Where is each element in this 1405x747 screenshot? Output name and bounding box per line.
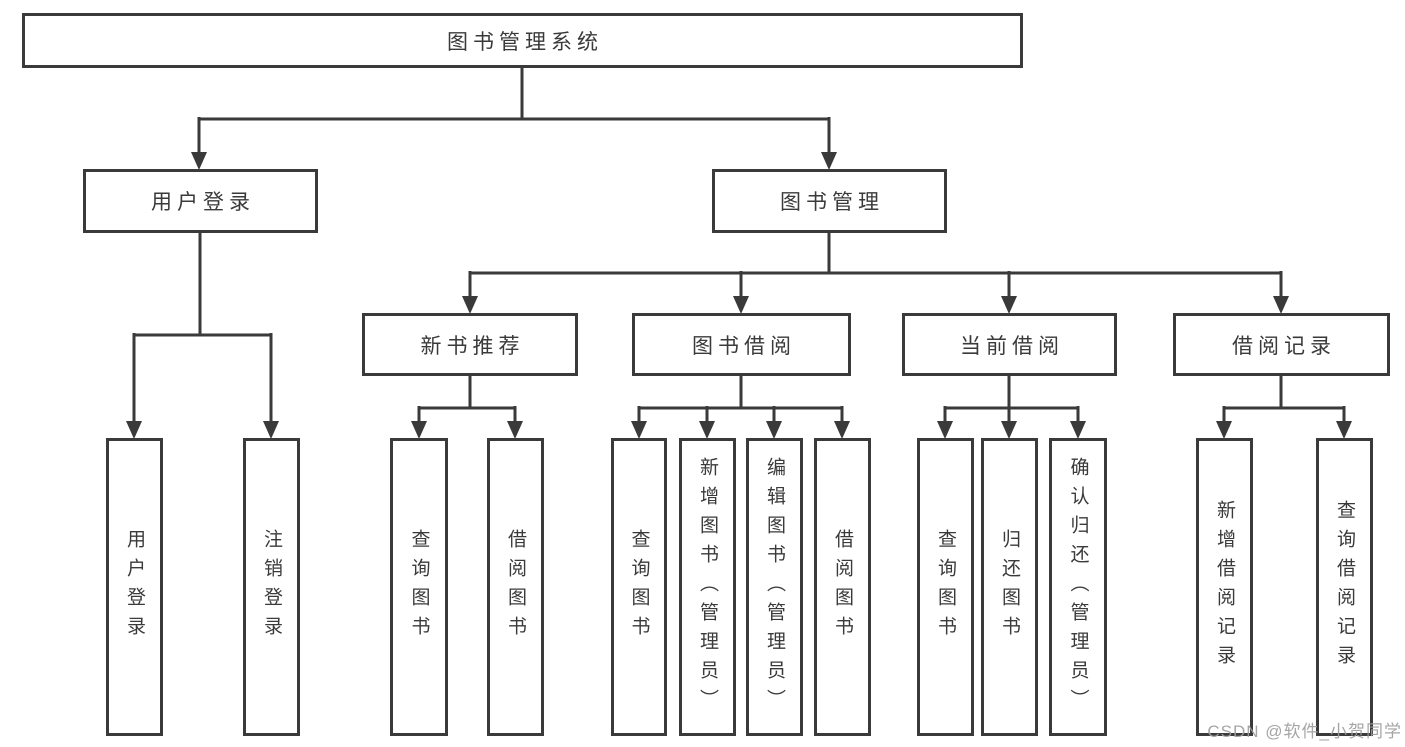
node-label: 查询图书 (408, 529, 430, 645)
node-label: 图书管理 (780, 191, 884, 214)
leaf-return-books: 归还图书 (981, 438, 1038, 736)
arrow-down-icon (699, 421, 715, 439)
node-borrowing-records: 借阅记录 (1173, 313, 1390, 376)
edge-login-to-leaves (132, 233, 273, 422)
leaf-query-borrow-record: 查询借阅记录 (1316, 438, 1373, 736)
node-label: 借阅记录 (1232, 334, 1336, 358)
arrow-down-icon (462, 296, 478, 314)
arrow-down-icon (766, 421, 782, 439)
leaf-query-books: 查询图书 (917, 438, 974, 736)
leaf-query-books: 查询图书 (390, 438, 448, 736)
arrow-down-icon (631, 421, 647, 439)
edge-borrow-to-leaves (637, 376, 844, 422)
arrow-down-icon (126, 421, 142, 439)
arrow-down-icon (1216, 421, 1232, 439)
leaf-edit-book-admin: 编辑图书（管理员） (746, 438, 803, 736)
node-current-borrowing: 当前借阅 (902, 313, 1117, 376)
edge-newrec-to-leaves (417, 376, 517, 422)
node-label: 图书借阅 (692, 334, 796, 358)
leaf-user-login: 用户登录 (106, 438, 163, 736)
leaf-logout: 注销登录 (243, 438, 300, 736)
node-label: 查询图书 (935, 529, 956, 645)
node-label: 新增借阅记录 (1214, 500, 1235, 674)
leaf-add-book-admin: 新增图书（管理员） (679, 438, 736, 736)
arrow-down-icon (834, 421, 850, 439)
node-label: 当前借阅 (960, 334, 1064, 358)
node-label: 新增图书（管理员） (697, 456, 718, 718)
leaf-confirm-return-admin: 确认归还（管理员） (1049, 438, 1107, 736)
node-label: 借阅图书 (832, 529, 853, 645)
node-label: 新书推荐 (420, 334, 525, 358)
arrow-down-icon (733, 296, 749, 314)
node-book-management: 图书管理 (712, 169, 947, 233)
node-label: 注销登录 (261, 529, 282, 645)
edge-records-to-leaves (1222, 376, 1346, 422)
arrow-down-icon (1336, 421, 1352, 439)
arrow-down-icon (411, 421, 427, 439)
node-label: 图书管理系统 (447, 30, 603, 54)
leaf-query-books: 查询图书 (611, 438, 667, 736)
leaf-borrow-books: 借阅图书 (487, 438, 544, 736)
edge-root-to-level2 (197, 68, 831, 153)
arrow-down-icon (507, 421, 523, 439)
arrow-down-icon (1001, 421, 1017, 439)
node-label: 借阅图书 (505, 529, 526, 645)
node-label: 用户登录 (124, 529, 145, 645)
node-label: 查询图书 (628, 529, 650, 645)
node-root: 图书管理系统 (22, 13, 1023, 68)
node-user-login: 用户登录 (83, 169, 318, 233)
edge-mgmt-to-level3 (468, 233, 1283, 297)
arrow-down-icon (263, 421, 279, 439)
arrow-down-icon (191, 152, 207, 170)
arrow-down-icon (1001, 296, 1017, 314)
node-label: 编辑图书（管理员） (764, 456, 785, 718)
arrow-down-icon (1273, 296, 1289, 314)
node-label: 归还图书 (999, 529, 1020, 645)
arrow-down-icon (1070, 421, 1086, 439)
node-label: 用户登录 (151, 191, 255, 214)
edge-current-to-leaves (943, 376, 1080, 422)
arrow-down-icon (937, 421, 953, 439)
node-label: 确认归还（管理员） (1067, 456, 1089, 718)
node-label: 查询借阅记录 (1334, 500, 1355, 674)
leaf-add-borrow-record: 新增借阅记录 (1196, 438, 1253, 736)
leaf-borrow-books: 借阅图书 (814, 438, 871, 736)
node-book-borrowing: 图书借阅 (632, 313, 851, 376)
node-new-book-recommend: 新书推荐 (362, 313, 578, 376)
arrow-down-icon (821, 152, 837, 170)
